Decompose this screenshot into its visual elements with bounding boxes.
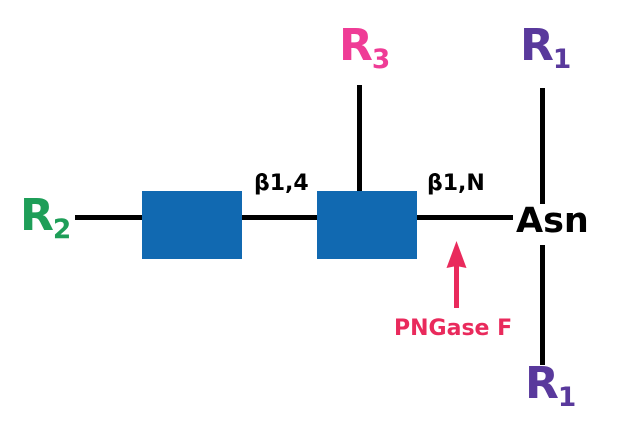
asn-label: Asn	[516, 201, 589, 241]
bond-line-r2-glcnac1	[75, 215, 143, 220]
bond-line-r1bottom-asn	[540, 245, 545, 365]
bond-line-r3-glcnac2	[357, 85, 362, 192]
r3-letter: R	[339, 20, 373, 71]
r1-top-label: R1	[520, 24, 571, 75]
beta-1-4-bond-label: β1,4	[254, 171, 309, 196]
r1-bottom-label: R1	[525, 362, 576, 413]
bond-line-r1top-asn	[540, 88, 545, 204]
bond-line-glcnac1-glcnac2	[241, 215, 318, 220]
r3-label: R3	[339, 24, 390, 75]
r2-subscript: 2	[52, 213, 71, 245]
r1-bottom-letter: R	[525, 358, 559, 409]
r1-top-letter: R	[520, 20, 554, 71]
r1-top-subscript: 1	[552, 43, 571, 75]
r3-subscript: 3	[371, 43, 390, 75]
enzyme-label: PNGase F	[394, 316, 513, 341]
beta-1-n-bond-label: β1,N	[427, 171, 485, 196]
r1-bottom-subscript: 1	[557, 381, 576, 413]
glcnac-square-1	[142, 191, 242, 259]
bond-line-glcnac2-asn	[416, 215, 513, 220]
glcnac-square-2	[317, 191, 417, 259]
cleavage-arrow-up-icon	[446, 241, 467, 308]
r2-letter: R	[20, 190, 54, 241]
cleavage-arrow-shape	[446, 241, 467, 308]
r2-label: R2	[20, 194, 71, 245]
